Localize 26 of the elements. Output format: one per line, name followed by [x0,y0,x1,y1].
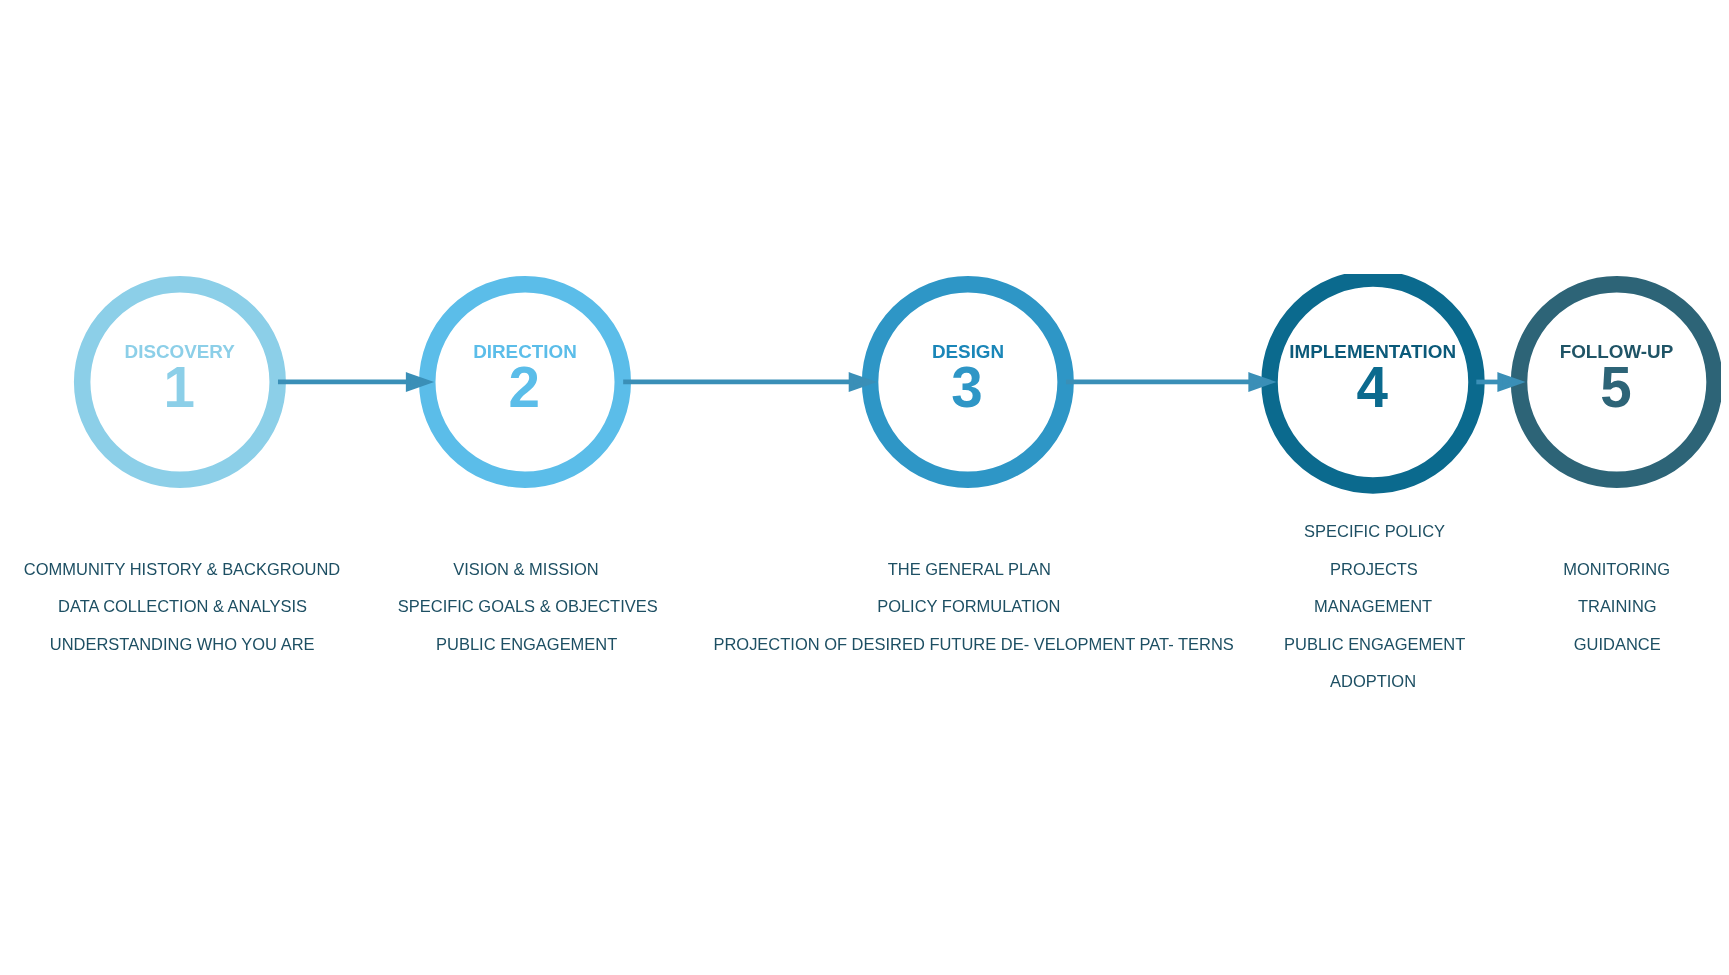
node-label: ADOPTION [1330,672,1417,691]
node-label: PROJECTS [1330,559,1418,578]
node-circle: DESIGN 3 [861,275,1074,488]
node-label: COMMUNITY HISTORY & BACKGROUND [23,559,341,578]
node-label: POLICY FORMULATION [877,597,1061,616]
node-circle: FOLLOW-UP 5 [1510,275,1721,488]
node-circle: IMPLEMENTATION 4 [1261,274,1485,494]
node-label: SPECIFIC GOALS & OBJECTIVES [397,597,658,616]
arrow [1065,372,1277,392]
node-label: VISION & MISSION [453,559,599,578]
node-label: UNDERSTANDING WHO YOU ARE [49,634,315,653]
node-label: PUBLIC ENGAGEMENT [1284,634,1466,653]
node-label: MONITORING [1563,559,1670,578]
node-label: DATA COLLECTION & ANALYSIS [58,597,307,616]
node-label: MANAGEMENT [1314,597,1433,616]
node-circle: DIRECTION 2 [419,275,631,488]
node-label: PUBLIC ENGAGEMENT [436,634,618,653]
arrow [1476,372,1526,392]
arrow [278,372,435,392]
node-label: THE GENERAL PLAN [887,559,1051,578]
node-circle: DISCOVERY 1 [73,275,286,488]
node-label: SPECIFIC POLICY [1304,522,1446,541]
arrow [623,372,878,392]
node-label: PROJECTION OF DESIRED FUTURE DE- VELOPMENT PAT- TERNS [713,634,1234,653]
node-label: GUIDANCE [1573,634,1661,653]
node-label: TRAINING [1577,597,1657,616]
